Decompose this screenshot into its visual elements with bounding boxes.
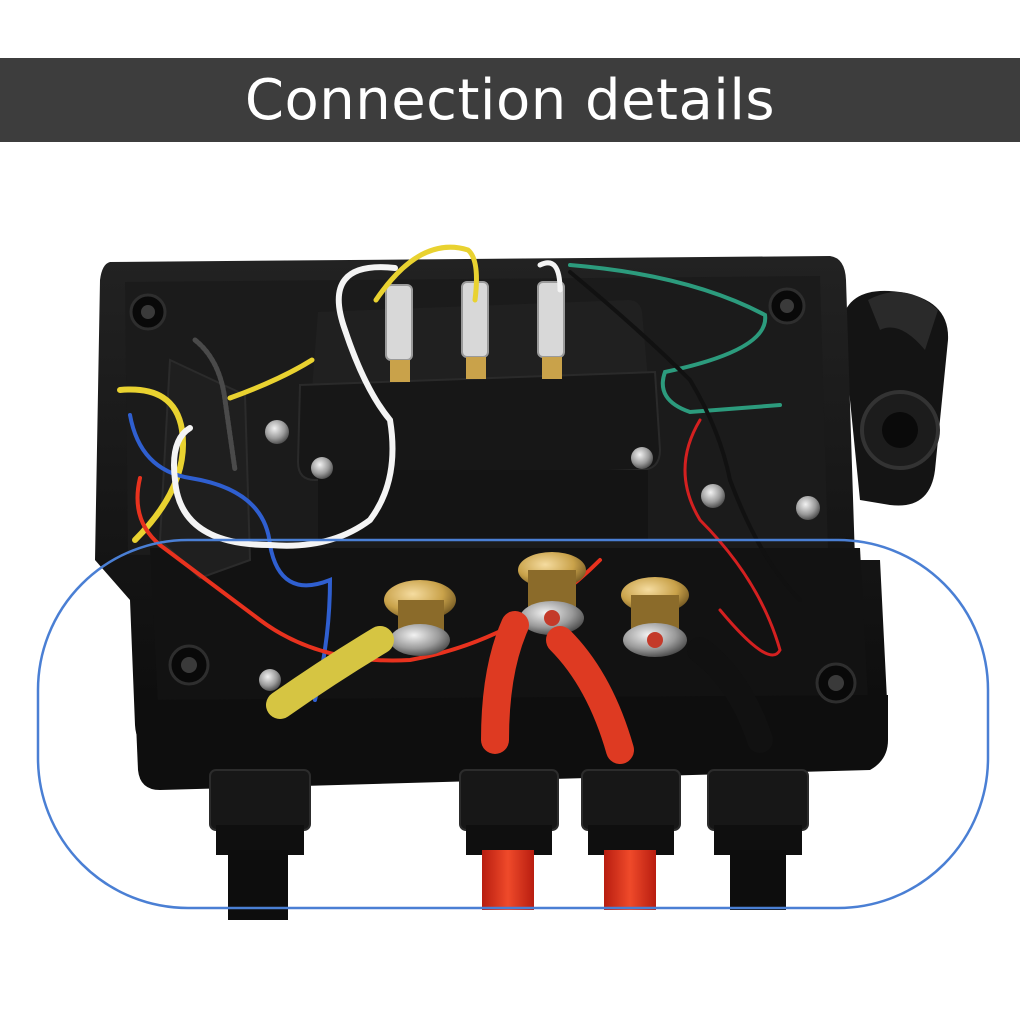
cable-gland-red-left: [459, 769, 559, 910]
terminal-post-3: [621, 577, 689, 657]
terminal-post-1: [384, 580, 456, 656]
terminal-post-2: [518, 552, 586, 635]
title-banner: Connection details: [0, 58, 1020, 142]
relay-module: [265, 281, 662, 540]
spade-terminal-left: [385, 284, 413, 382]
spade-terminal-right: [537, 281, 565, 379]
spade-terminal-center: [461, 281, 489, 379]
page-title: Connection details: [244, 67, 776, 133]
highlight-outline: [36, 538, 990, 910]
ground-screw: [259, 484, 820, 691]
cable-gland-red-right: [581, 769, 681, 910]
cable-gland-left: [209, 769, 311, 920]
plug-cap: [842, 290, 949, 506]
cable-ends-inside: [266, 611, 773, 764]
product-photo: [0, 142, 1020, 1020]
cable-gland-right: [707, 769, 809, 910]
